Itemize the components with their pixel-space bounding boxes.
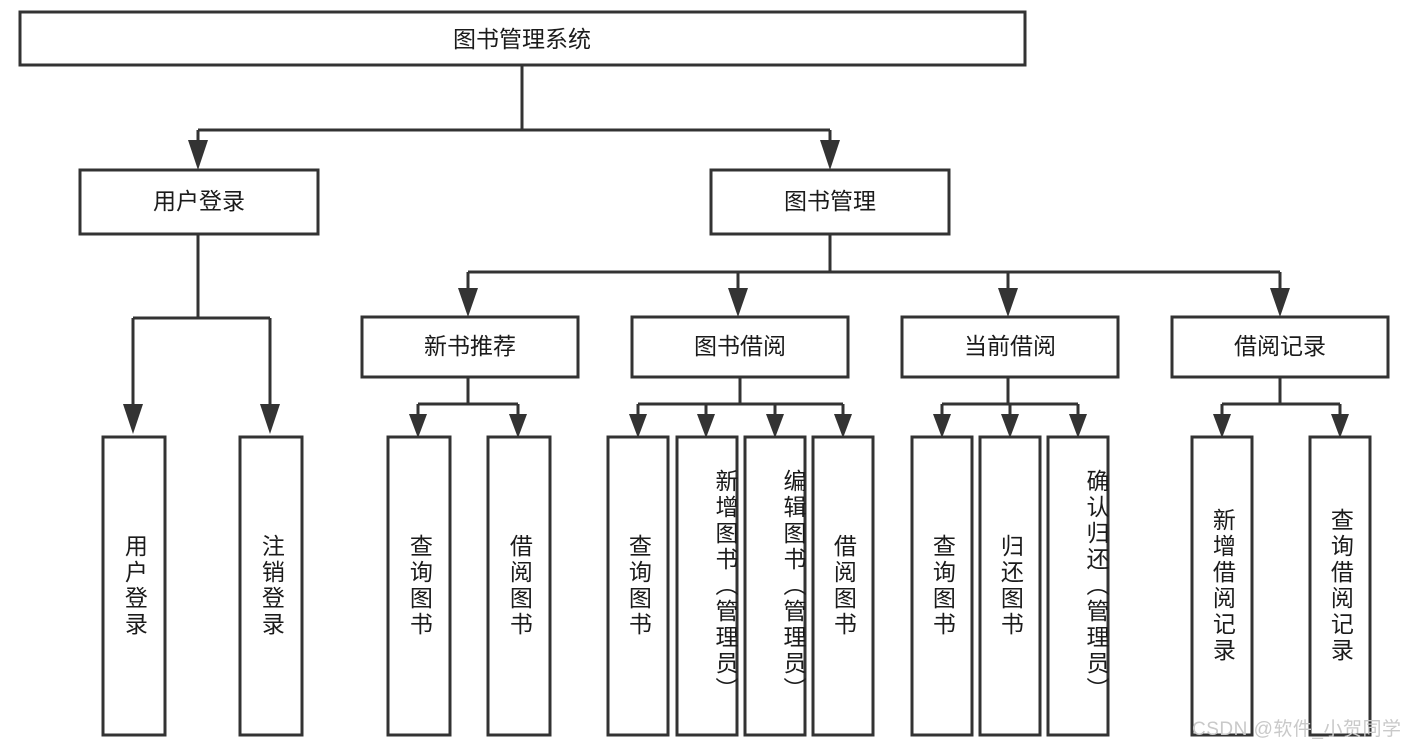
- node-leaf-user-login-box[interactable]: [101, 435, 167, 737]
- node-root-label: 图书管理系统: [453, 26, 591, 52]
- node-leaf-add-record-box[interactable]: [1190, 435, 1254, 737]
- node-leaf-query-book-1-box[interactable]: [386, 435, 452, 737]
- connector-layer: [131, 65, 1342, 414]
- arrow-icon-to-confirm-return: [1069, 414, 1087, 438]
- arrow-icon-to-query-book-3: [933, 414, 951, 438]
- node-leaf-confirm-return-box[interactable]: [1046, 435, 1110, 737]
- node-current-borrow-box[interactable]: [900, 315, 1120, 379]
- arrow-icon-to-current-borrow: [998, 288, 1018, 317]
- node-user-login-box[interactable]: [78, 168, 320, 236]
- node-current-borrow-label: 当前借阅: [964, 333, 1056, 359]
- node-leaf-edit-book-box[interactable]: [743, 435, 807, 737]
- node-book-manage-box[interactable]: [709, 168, 951, 236]
- arrow-icon-to-borrow-book-1: [509, 414, 527, 438]
- arrow-icon-to-user-login: [188, 140, 208, 170]
- node-box-layer: [18, 10, 1390, 737]
- node-leaf-return-book-box[interactable]: [978, 435, 1042, 737]
- node-user-login-label: 用户登录: [153, 188, 245, 214]
- node-leaf-query-book-2-box[interactable]: [606, 435, 670, 737]
- arrow-icon-to-add-record: [1213, 414, 1231, 438]
- arrow-icon-to-leaf-user-logout: [260, 404, 280, 434]
- arrow-icon-to-new-book-rec: [458, 288, 478, 317]
- arrow-icon-to-leaf-user-login: [123, 404, 143, 434]
- node-new-book-rec-box[interactable]: [360, 315, 580, 379]
- node-borrow-record-box[interactable]: [1170, 315, 1390, 379]
- node-borrow-record-label: 借阅记录: [1234, 333, 1326, 359]
- arrow-icon-to-query-book-1: [409, 414, 427, 438]
- node-new-book-rec-label: 新书推荐: [424, 333, 516, 359]
- arrow-icon-to-return-book: [1001, 414, 1019, 438]
- node-leaf-borrow-book-1-box[interactable]: [486, 435, 552, 737]
- arrow-icon-to-book-manage: [820, 140, 840, 170]
- arrow-icon-to-borrow-record: [1270, 288, 1290, 317]
- node-book-borrow-box[interactable]: [630, 315, 850, 379]
- arrow-icon-to-borrow-book-2: [834, 414, 852, 438]
- arrow-icon-to-query-book-2: [629, 414, 647, 438]
- node-book-manage-label: 图书管理: [784, 188, 876, 214]
- node-root-box[interactable]: [18, 10, 1027, 67]
- horizontal-label-layer: 图书管理系统 用户登录 图书管理 新书推荐 图书借阅 当前借阅 借阅记录: [153, 26, 1326, 359]
- arrow-icon-to-book-borrow: [728, 288, 748, 317]
- arrow-icon-to-edit-book: [766, 414, 784, 438]
- node-leaf-query-book-3-box[interactable]: [910, 435, 974, 737]
- arrow-icon-to-add-book: [697, 414, 715, 438]
- node-book-borrow-label: 图书借阅: [694, 333, 786, 359]
- node-leaf-add-book-box[interactable]: [675, 435, 739, 737]
- arrowhead-layer: [123, 140, 1349, 438]
- arrow-icon-to-query-record: [1331, 414, 1349, 438]
- node-leaf-query-record-box[interactable]: [1308, 435, 1372, 737]
- csdn-watermark: CSDN @软件_小贺同学: [1192, 719, 1402, 740]
- node-leaf-user-logout-box[interactable]: [238, 435, 304, 737]
- node-leaf-borrow-book-2-box[interactable]: [811, 435, 875, 737]
